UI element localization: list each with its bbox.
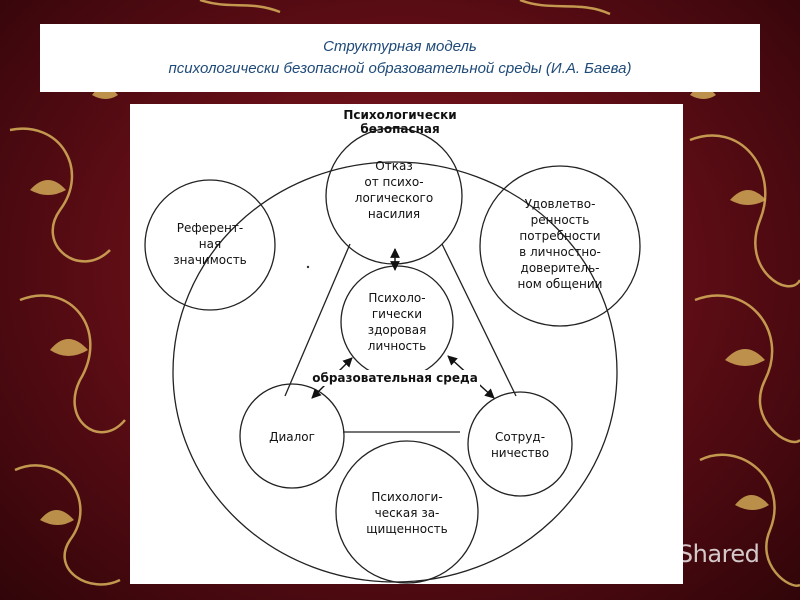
text-line: от психо- [364, 175, 424, 189]
text-line: ческая за- [374, 506, 440, 520]
text-line: Психоло- [368, 291, 426, 305]
text-line: гически [371, 307, 423, 321]
node-label-dialogue: Диалог [247, 429, 337, 445]
text-line: ничество [490, 446, 550, 460]
text-line: значимость [173, 253, 247, 267]
text-line: здоровая [367, 323, 427, 337]
node-label-healthy-personality: Психоло- гически здоровая личность [347, 290, 447, 354]
node-label-refusal-violence: Отказ от психо- логического насилия [334, 158, 454, 222]
node-label-cooperation: Сотруд- ничество [475, 429, 565, 461]
text-line: насилия [367, 207, 421, 221]
text-line: в личностно- [519, 245, 601, 259]
text-line: Удовлетво- [524, 197, 596, 211]
text-line: Отказ [375, 159, 413, 173]
diagram-graphic [144, 127, 641, 584]
text-line: личность [367, 339, 427, 353]
outer-label-line-1: Психологически [343, 108, 457, 122]
text-line: Психологи- [371, 490, 443, 504]
watermark-text: MyShared [644, 540, 760, 568]
text-line: ная [198, 237, 222, 251]
node-circle-dialogue [239, 383, 345, 489]
watermark: MyShared [608, 540, 760, 568]
text-line: логического [354, 191, 434, 205]
inner-environment-label: образовательная среда [310, 370, 480, 386]
node-label-psychological-protection: Психологи- ческая за- щищенность [352, 489, 462, 537]
text-line: потребности [519, 229, 601, 243]
title-line-2: психологически безопасной образовательно… [168, 60, 632, 77]
node-label-satisfaction-needs: Удовлетво- ренность потребности в личнос… [500, 196, 620, 292]
edge-top-left [284, 243, 351, 397]
title-line-1: Структурная модель [323, 38, 477, 55]
title-box: Структурная модель психологически безопа… [40, 24, 760, 92]
text-line: ном общении [517, 277, 603, 291]
text-line: Диалог [269, 430, 315, 444]
text-line: доверитель- [520, 261, 600, 275]
text-line: Сотруд- [494, 430, 546, 444]
presentation-board-icon [608, 541, 636, 568]
node-label-referent-significance: Референт- ная значимость [155, 220, 265, 268]
node-circle-referent [144, 179, 276, 311]
diagram-panel: Психологически безопасная образовательна… [130, 104, 683, 584]
text-line: щищенность [366, 522, 448, 536]
node-circle-protection [335, 440, 479, 584]
text-line: Референт- [176, 221, 244, 235]
outer-environment-label: Психологически безопасная [325, 108, 475, 136]
outer-label-line-2: безопасная [360, 122, 440, 136]
edge-top-right [441, 243, 517, 397]
text-line: ренность [530, 213, 590, 227]
node-circle-cooperation [467, 391, 573, 497]
node-circle-satisfaction [479, 165, 641, 327]
